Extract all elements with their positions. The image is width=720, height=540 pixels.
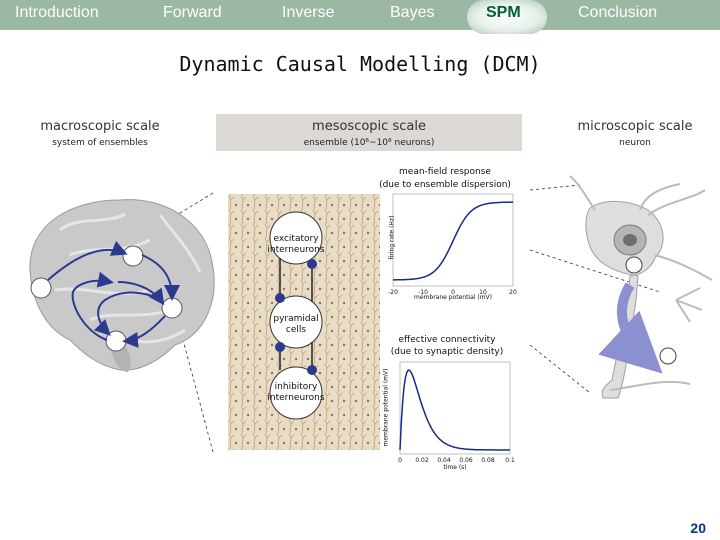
- sigmoid-ylabel: firing rate (Hz): [387, 202, 398, 274]
- sigmoid-caption-2: (due to ensemble dispersion): [370, 180, 520, 191]
- brain-illustration: [30, 200, 214, 372]
- kernel-ylabel: membrane potential (mV): [381, 368, 392, 448]
- sigmoid-xtick: 0: [443, 287, 463, 298]
- pyramidal-cells-label: pyramidal cells: [266, 314, 326, 336]
- sigmoid-xtick: 20: [503, 287, 523, 298]
- brain-node: [123, 246, 143, 266]
- kernel-caption-1: effective connectivity: [372, 335, 522, 346]
- brain-node: [31, 278, 51, 298]
- kernel-plot: [400, 362, 510, 454]
- sigmoid-plot: [393, 194, 513, 286]
- kernel-xtick: 0.02: [410, 455, 434, 466]
- excitatory-interneurons-label: excitatory interneurons: [266, 234, 326, 256]
- kernel-caption-2: (due to synaptic density): [372, 347, 522, 358]
- inhibitory-interneurons-label: inhibitory interneurons: [266, 382, 326, 404]
- sigmoid-xtick: -20: [383, 287, 403, 298]
- kernel-xtick: 0.1: [498, 455, 522, 466]
- sigmoid-caption-1: mean-field response: [370, 167, 520, 178]
- kernel-xtick: 0.08: [476, 455, 500, 466]
- sigmoid-xtick: -10: [413, 287, 433, 298]
- kernel-xtick: 0.04: [432, 455, 456, 466]
- neuron-illustration: [570, 176, 712, 398]
- kernel-xtick: 0: [388, 455, 412, 466]
- sigmoid-xtick: 10: [473, 287, 493, 298]
- page-number: 20: [690, 520, 706, 536]
- brain-node: [162, 298, 182, 318]
- kernel-xtick: 0.06: [454, 455, 478, 466]
- brain-node: [106, 331, 126, 351]
